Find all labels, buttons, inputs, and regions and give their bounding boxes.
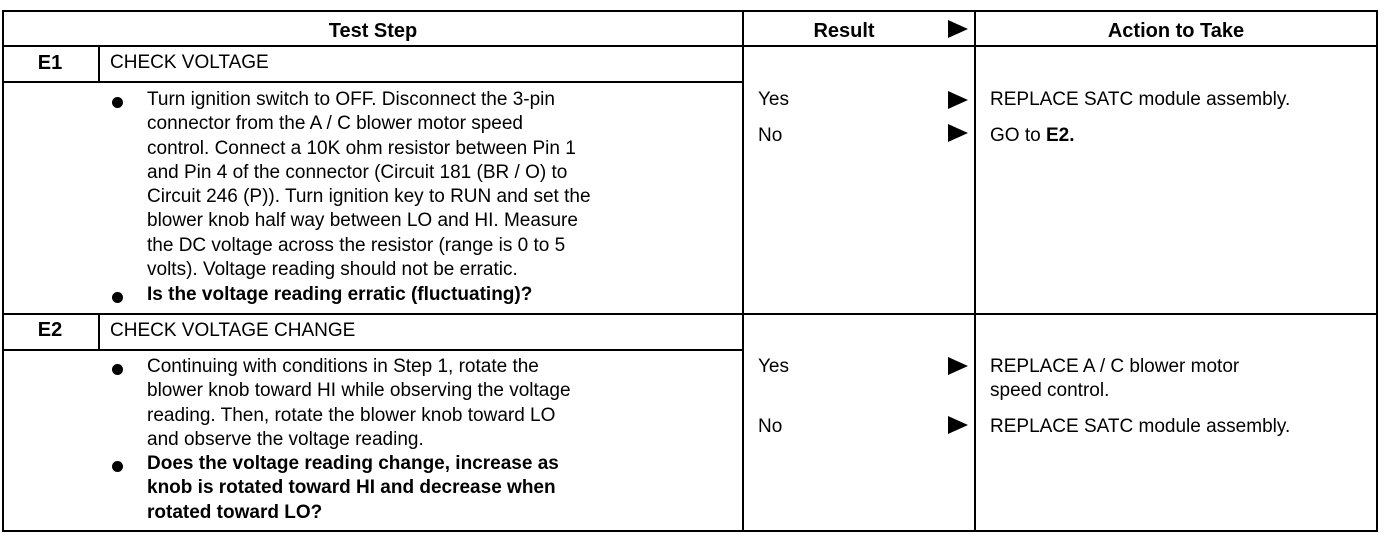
result-arrow-icon bbox=[948, 124, 968, 142]
result-action: GO to E2. bbox=[990, 124, 1075, 148]
bullet-icon bbox=[112, 97, 123, 108]
step-question: Does the voltage reading change, increas… bbox=[147, 453, 559, 523]
result-action: REPLACE SATC module assembly. bbox=[990, 416, 1291, 437]
result-arrow-icon bbox=[948, 357, 968, 375]
result-action: REPLACE SATC module assembly. bbox=[990, 89, 1291, 110]
result-label: Yes bbox=[758, 356, 789, 377]
result-action: REPLACE A / C blower motor speed control… bbox=[990, 356, 1240, 402]
header-arrow-icon bbox=[948, 20, 968, 38]
result-arrow-icon bbox=[948, 416, 968, 434]
step-id: E2 bbox=[37, 319, 63, 341]
bullet-icon bbox=[112, 292, 123, 303]
step-id-divider-e1 bbox=[98, 45, 100, 81]
header-result: Result bbox=[813, 20, 875, 42]
bullet-icon bbox=[112, 461, 123, 472]
result-action-text: GO to bbox=[990, 125, 1046, 146]
result-label: Yes bbox=[758, 89, 789, 110]
step-id-divider-e2 bbox=[98, 313, 100, 349]
step-id: E1 bbox=[37, 52, 63, 74]
action-column-divider bbox=[974, 12, 976, 530]
header-action: Action to Take bbox=[1107, 20, 1245, 42]
e2-title-divider bbox=[4, 349, 744, 351]
test-step-table: Test Step Result Action to Take E1 CHECK… bbox=[2, 10, 1378, 532]
result-arrow-icon bbox=[948, 91, 968, 109]
step-title: CHECK VOLTAGE CHANGE bbox=[110, 320, 356, 341]
result-label: No bbox=[758, 416, 783, 437]
step-instruction: Continuing with conditions in Step 1, ro… bbox=[147, 356, 571, 450]
step-title: CHECK VOLTAGE bbox=[110, 52, 269, 73]
result-action-step-ref: E2. bbox=[1045, 125, 1075, 146]
header-test-step: Test Step bbox=[328, 20, 418, 42]
e1-title-divider bbox=[4, 81, 744, 83]
step-instruction: Turn ignition switch to OFF. Disconnect … bbox=[147, 89, 591, 281]
result-label: No bbox=[758, 125, 783, 146]
header-divider bbox=[4, 45, 1376, 47]
row-divider-e1-e2 bbox=[4, 313, 1376, 315]
result-column-divider bbox=[742, 12, 744, 530]
step-question: Is the voltage reading erratic (fluctuat… bbox=[147, 284, 533, 305]
bullet-icon bbox=[112, 364, 123, 375]
